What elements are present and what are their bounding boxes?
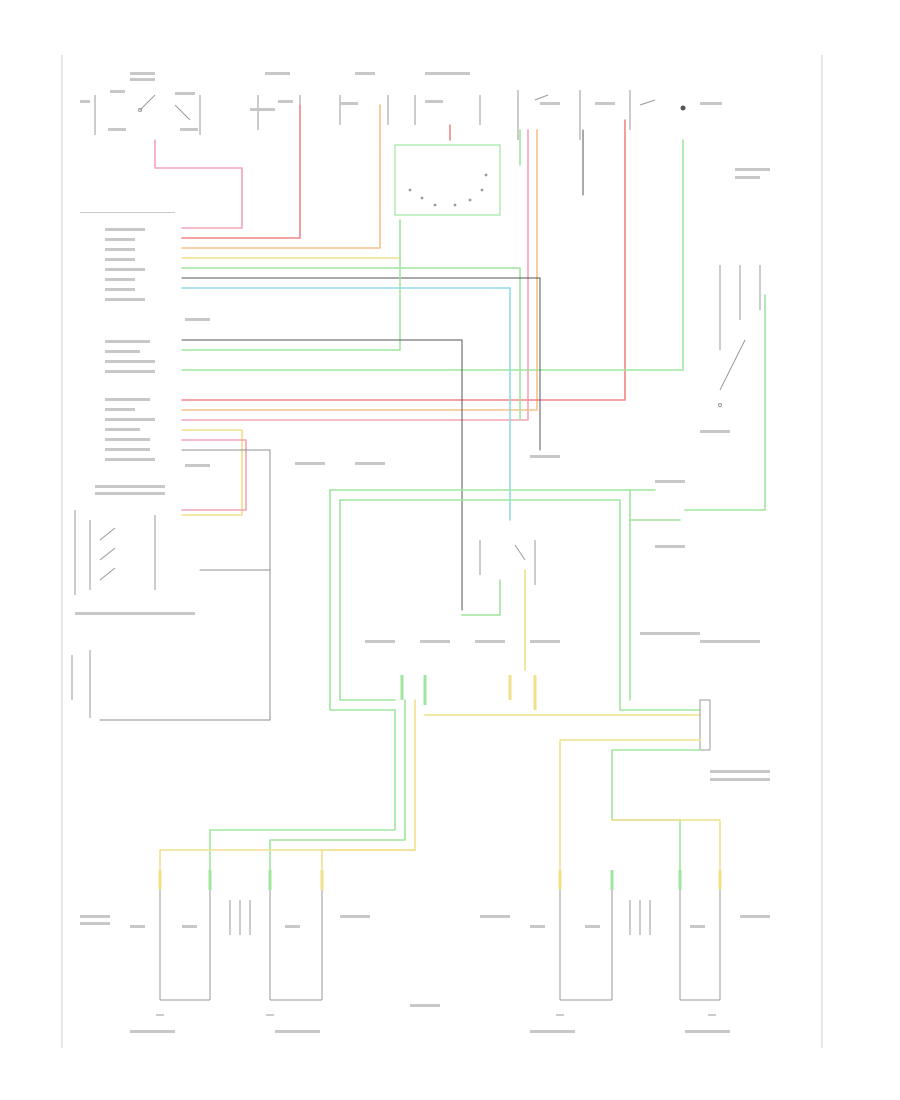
right-connector-block [699,699,711,751]
switch-symbol-3 [339,95,389,125]
wire-dark-long [181,339,463,611]
wire-red-long [181,119,626,401]
left-module-caption [75,612,195,615]
wire-yellow-bottom-left2 [321,849,416,871]
wire-green-bottom-left [209,709,396,871]
wire-yellow-loop [181,429,243,516]
wire-pink-loop [181,439,247,511]
wire-red-feed [181,104,301,239]
wire-green-right [684,294,766,511]
wire-pink-ignition [154,139,243,229]
ignition-switch-symbol [94,94,201,135]
mid-connectors [400,675,537,710]
wire-green-mid [181,267,521,421]
right-relay-symbol [718,265,761,407]
control-module-box [394,144,501,216]
bottom-connectors [158,870,722,890]
wire-gray-loop [181,449,271,571]
top-labels [80,72,770,179]
harness-green-left [329,489,396,711]
wire-dark-mid [181,277,541,451]
wire-green-module [181,219,401,351]
harness-green-left2 [339,499,396,701]
harness-green-outer [329,489,631,701]
center-relay-symbol [479,540,536,585]
module-label-b [95,492,165,495]
wire-green-relay [461,579,501,616]
wire-pink-long [181,129,529,421]
switch-symbol-4 [414,95,481,125]
switch-symbol-5 [517,90,656,140]
module-label-a [95,485,165,488]
bottom-labels [80,430,770,1033]
wire-green-bottom-left2 [269,699,406,871]
wire-gray-down [99,569,271,721]
wire-orange-feed [181,104,381,249]
left-switch-module [74,510,156,595]
bottom-lamp-group-left [159,870,323,1001]
wire-yellow-bottom-left [159,699,416,871]
control-module-contacts [408,173,488,207]
wire-orange-long [181,129,538,411]
wire-yellow-right-down [559,739,701,871]
wire-yellow-right-branch [611,819,721,871]
ground-point-top [680,105,686,111]
wire-green-long [181,139,684,371]
wire-green-right-down [611,749,701,871]
harness-green-inner [339,499,621,711]
left-label-column [80,212,210,467]
wire-cyan [181,287,511,521]
bottom-left-module [71,650,91,718]
bottom-lamp-group-right [559,870,721,1001]
